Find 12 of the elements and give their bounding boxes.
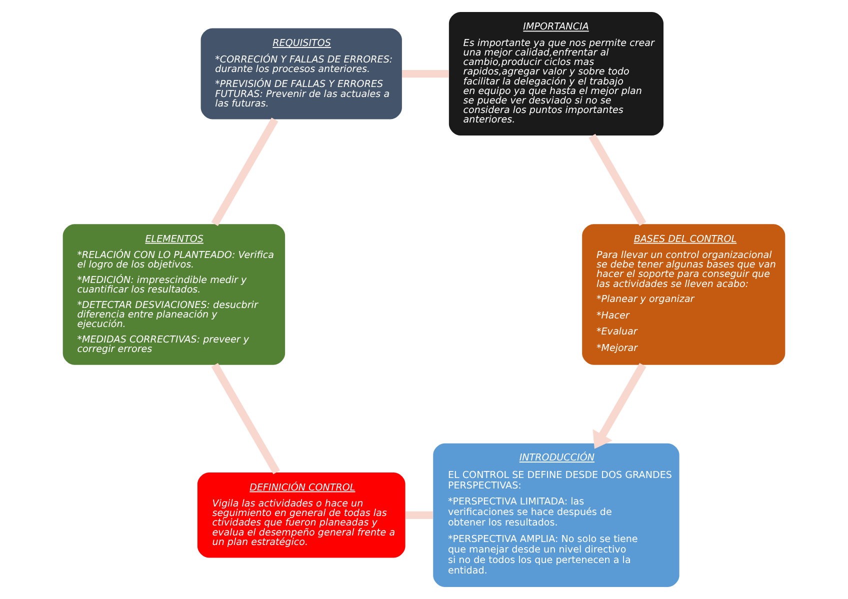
node-box: ELEMENTOS *RELACIÓN CON LO PLANTEADO: Verifica el logro de los objetivos. *MEDICIÓN: imprescindible medir y cuantificar los resultados. *DETECTAR DESVIACIONES: desucbrir diferencia entre planeación y ejecución. *MEDIDAS CORRECTIVAS: preveer y corregir errores xyxy=(62,224,286,365)
node-box: INTRODUCCIÓN EL CONTROL SE DEFINE DESDE DOS GRANDES PERSPECTIVAS: *PERSPECTIVA LIMITADA: las verificaciones se hace después de obtener los resultados. *PERSPECTIVA AMPLIA: No solo se tiene que manejar desde un nivel directivo si no de todos los que pertenecen a la entidad. xyxy=(433,443,680,587)
connector xyxy=(402,70,449,78)
connector xyxy=(406,511,433,519)
connector xyxy=(211,363,280,474)
node-box: REQUISITOS *CORRECIÓN Y FALLAS DE ERRORES: durante los procesos anteriores. *PREVISIÓN DE FALLAS Y ERRORES FUTURAS: Prevenir de las actuales a las futuras. xyxy=(200,28,402,120)
node-box: DEFINICIÓN CONTROL Vigila las actividades o hace un seguimiento en general de todas las ctividades que fueron planeadas y evalua el desempeño general frente a un plan estratégico. xyxy=(197,472,406,558)
connector xyxy=(211,118,278,226)
node-box: IMPORTANCIA Es importante ya que nos permite crear una mejor calidad,enfrentar al cambio,producir ciclos mas rapidos,agregar valor y sobre todo facilitar la delegación y el trabajo en equipo ya que hasta el mejor plan se puede ver desviado si no se considera los puntos importantes anteriores. xyxy=(448,12,664,136)
node-box: BASES DEL CONTROL Para llevar un control organizacional se debe tener algunas bases que van hacer el soporte para conseguir que las actividades se lleven acabo: *Planear y organizar *Hacer *Evaluar *Mejorar xyxy=(582,224,786,365)
arrow xyxy=(592,363,646,449)
connector xyxy=(588,134,646,226)
